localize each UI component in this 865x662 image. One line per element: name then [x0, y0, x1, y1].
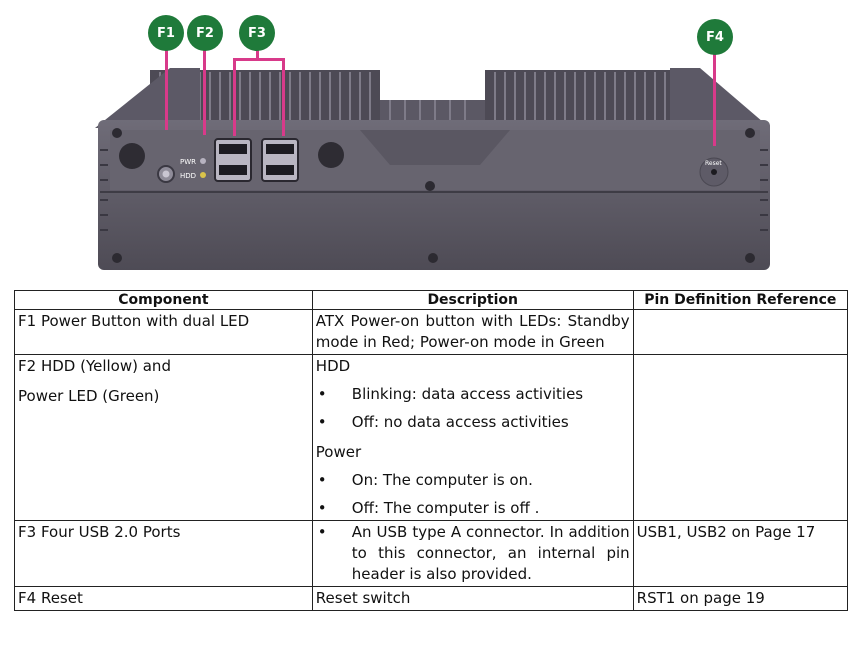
header-pin-reference: Pin Definition Reference: [632, 290, 849, 310]
cell-component: F2 HDD (Yellow) and Power LED (Green): [14, 354, 313, 521]
cell-reference: [632, 354, 849, 521]
list-item: • Blinking: data access activities: [316, 384, 630, 405]
callout-f3: F3: [239, 15, 275, 51]
f1-leader: [165, 50, 168, 130]
embedded-pc-front-illustration: PWR HDD Reset: [95, 68, 770, 270]
bullet-text: Blinking: data access activities: [351, 385, 584, 403]
bullet: •: [317, 523, 327, 541]
f4-leader: [713, 54, 716, 146]
header-description: Description: [311, 290, 634, 310]
bullet: •: [317, 385, 327, 403]
bullet: •: [317, 413, 327, 431]
list-item: • An USB type A connector. In addition t…: [316, 522, 630, 585]
hdd-led: [200, 172, 206, 178]
component-line: F2 HDD (Yellow) and: [18, 357, 171, 375]
cell-reference: RST1 on page 19: [632, 586, 849, 611]
hdd-label: HDD: [180, 172, 196, 180]
header-component: Component: [14, 290, 313, 310]
desc-heading-hdd: HDD: [315, 357, 351, 375]
cell-description: ATX Power-on button with LEDs: Standby m…: [311, 309, 634, 355]
cell-component: F4 Reset: [14, 586, 313, 611]
table-row-f3: F3 Four USB 2.0 Ports • An USB type A co…: [14, 520, 849, 587]
antenna-plug-right: [318, 142, 344, 168]
bullet: •: [317, 499, 327, 517]
bullet: •: [317, 471, 327, 489]
table-row-f4: F4 Reset Reset switch RST1 on page 19: [14, 586, 849, 611]
pwr-label: PWR: [180, 158, 196, 166]
reset-label: Reset: [705, 160, 722, 167]
cell-description: HDD • Blinking: data access activities •…: [311, 354, 634, 521]
cell-reference: USB1, USB2 on Page 17: [632, 520, 849, 587]
list-item: • Off: no data access activities: [316, 412, 630, 433]
f2-leader: [203, 50, 206, 135]
cell-component: F3 Four USB 2.0 Ports: [14, 520, 313, 587]
component-line: Power LED (Green): [18, 387, 160, 405]
component-table: Component Description Pin Definition Ref…: [14, 290, 849, 611]
callout-f4: F4: [697, 19, 733, 55]
f3-bracket: [233, 58, 285, 61]
table-row-f1: F1 Power Button with dual LED ATX Power-…: [14, 309, 849, 355]
callout-f2: F2: [187, 15, 223, 51]
cell-description: Reset switch: [311, 586, 634, 611]
bullet-text: An USB type A connector. In addition to …: [351, 523, 630, 583]
table-header-row: Component Description Pin Definition Ref…: [14, 290, 849, 310]
usb-port-stack-left[interactable]: [214, 138, 252, 182]
cell-reference: [632, 309, 849, 355]
bullet-text: On: The computer is on.: [351, 471, 533, 489]
antenna-plug-left: [119, 143, 145, 169]
list-item: • On: The computer is on.: [316, 470, 630, 491]
f3-leader-stem: [256, 48, 259, 60]
bullet-text: Off: The computer is off .: [351, 499, 540, 517]
device-figure: PWR HDD Reset F1 F2 F3 F4: [0, 0, 865, 285]
callout-f1: F1: [148, 15, 184, 51]
desc-heading-power: Power: [315, 443, 362, 461]
f3-leader-right: [282, 58, 285, 136]
bullet-text: Off: no data access activities: [351, 413, 569, 431]
cell-component: F1 Power Button with dual LED: [14, 309, 313, 355]
table-row-f2: F2 HDD (Yellow) and Power LED (Green) HD…: [14, 354, 849, 521]
f3-leader-left: [233, 58, 236, 136]
usb-port-stack-right[interactable]: [261, 138, 299, 182]
pwr-led: [200, 158, 206, 164]
reset-button[interactable]: [711, 169, 717, 175]
cell-description: • An USB type A connector. In addition t…: [311, 520, 634, 587]
list-item: • Off: The computer is off .: [316, 498, 630, 519]
